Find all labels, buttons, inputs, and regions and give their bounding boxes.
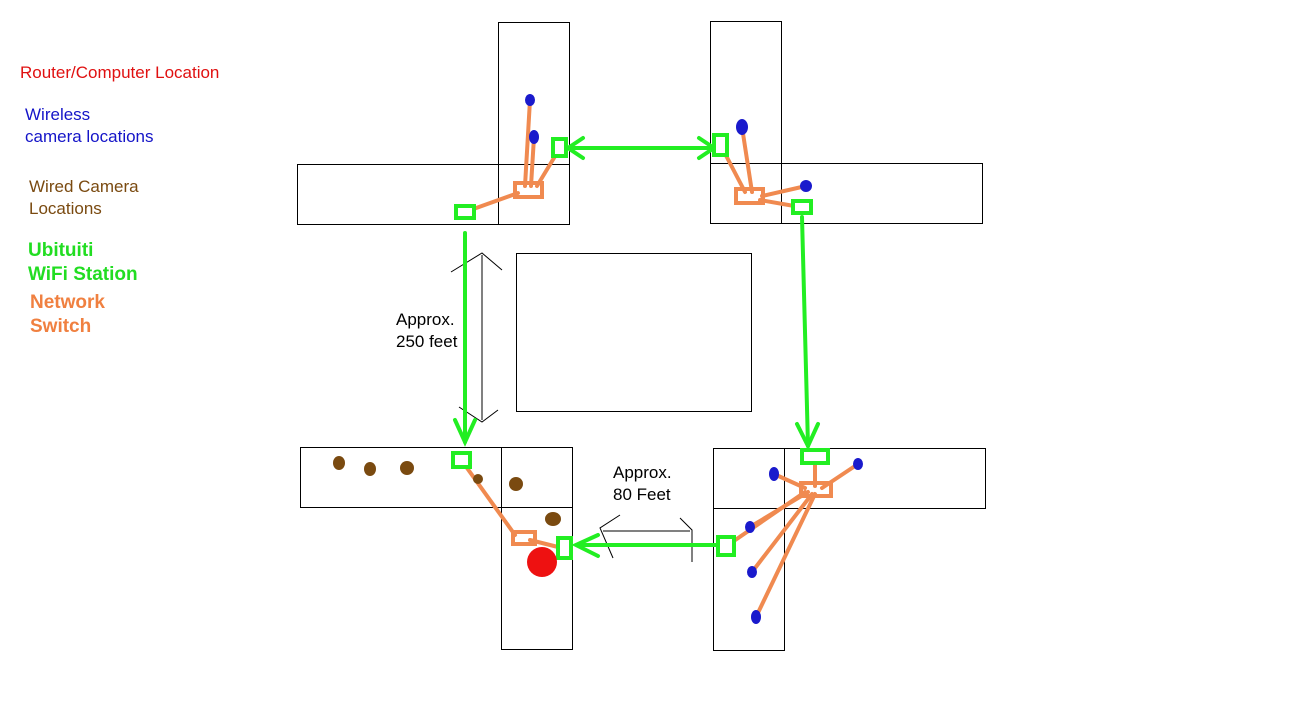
building-bottom-left-wing-horizontal (300, 447, 573, 508)
building-top-right-wing-horizontal (710, 163, 983, 224)
legend-router: Router/Computer Location (20, 62, 219, 84)
distance-note-vertical-line1: Approx. (396, 310, 455, 329)
legend-switch-line2: Switch (30, 316, 92, 337)
switch-bottom-left (511, 530, 537, 546)
wired-camera (400, 461, 414, 475)
wifi-station-top-right-south (791, 199, 813, 215)
wifi-station-top-left-east (551, 137, 568, 158)
wired-camera (545, 512, 561, 526)
building-bottom-right-wing-horizontal (713, 448, 986, 509)
legend-wifi-station: Ubituiti WiFi Station (28, 239, 138, 287)
wireless-camera (769, 467, 779, 481)
dimension-horizontal (599, 514, 693, 562)
wifi-station-top-right-west (712, 133, 729, 157)
distance-note-horizontal: Approx. 80 Feet (613, 462, 672, 506)
router-computer-location (527, 547, 557, 577)
switch-cables (460, 98, 860, 619)
wireless-camera (747, 566, 757, 578)
legend-wifi-line1: Ubituiti (28, 240, 94, 261)
legend-wired-line2: Locations (29, 199, 102, 218)
wired-cameras (333, 456, 561, 526)
switch-top-left (513, 181, 544, 199)
building-bottom-right (713, 448, 986, 651)
legend-wired-line1: Wired Camera (29, 177, 139, 196)
building-bottom-left (300, 447, 573, 650)
wifi-station-bottom-right-west (716, 535, 736, 557)
building-top-left (297, 22, 570, 225)
distance-note-vertical-line2: 250 feet (396, 332, 458, 351)
wifi-station-bottom-right-north (800, 448, 830, 465)
wireless-camera (751, 610, 761, 624)
building-top-left-wing-horizontal (297, 164, 570, 225)
legend-wifi-line2: WiFi Station (28, 264, 138, 285)
center-building (516, 253, 752, 412)
legend-wireless-line2: camera locations (25, 127, 154, 146)
building-top-right (710, 21, 983, 224)
wireless-camera (525, 94, 535, 106)
building-bottom-right-wing-vertical (713, 448, 785, 651)
distance-note-horizontal-line2: 80 Feet (613, 485, 671, 504)
switch-bottom-right (799, 481, 833, 498)
switch-top-right (734, 187, 765, 205)
legend-network-switch: Network Switch (30, 291, 105, 339)
network-switches (511, 181, 833, 546)
legend-wireless-cameras: Wireless camera locations (25, 104, 154, 148)
wifi-link-right (800, 215, 810, 448)
distance-note-horizontal-line1: Approx. (613, 463, 672, 482)
wifi-stations (451, 133, 830, 560)
wireless-camera (853, 458, 863, 470)
wifi-station-bottom-left-east (556, 536, 573, 560)
distance-note-vertical: Approx. 250 feet (396, 309, 457, 353)
legend-wired-cameras: Wired Camera Locations (29, 176, 139, 220)
legend-switch-line1: Network (30, 292, 105, 313)
wireless-camera (736, 119, 748, 135)
wireless-camera (800, 180, 812, 192)
wired-camera (364, 462, 376, 476)
wifi-station-bottom-left-north (451, 451, 472, 469)
legend-router-label: Router/Computer Location (20, 63, 220, 82)
wired-camera (509, 477, 523, 491)
legend-wireless-line1: Wireless (25, 105, 91, 124)
wireless-cameras (525, 94, 863, 624)
wired-camera (333, 456, 345, 470)
wifi-station-top-left-west (454, 204, 476, 220)
dimension-vertical (450, 252, 503, 423)
wireless-camera (745, 521, 755, 533)
wired-camera (473, 474, 483, 484)
wireless-camera (529, 130, 539, 144)
